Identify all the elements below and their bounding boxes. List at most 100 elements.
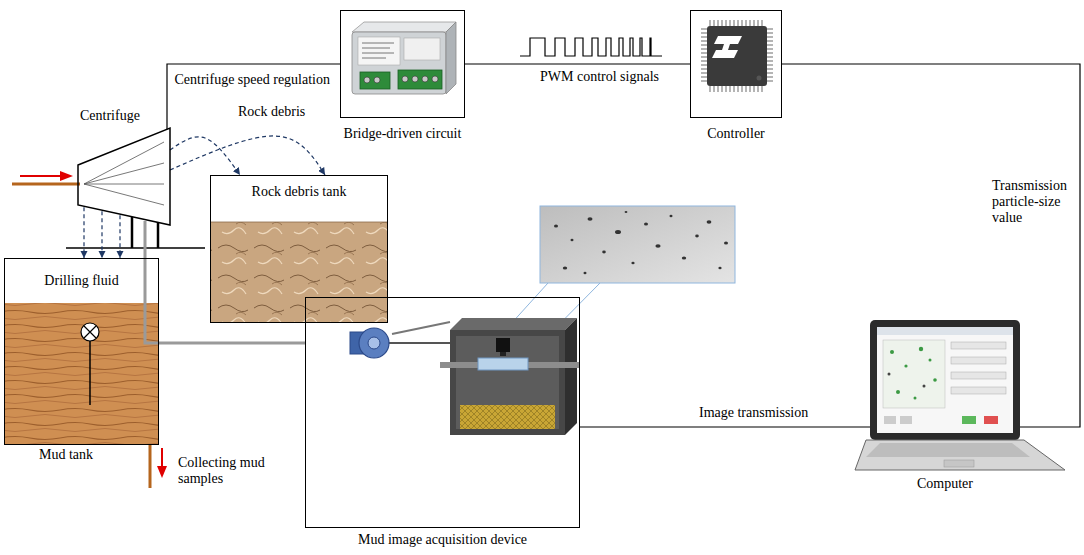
camera-lens [500,352,506,356]
acquisition-device-picture [350,318,580,435]
flow-arrow [119,215,120,258]
particle [655,244,660,248]
rock-texture [211,222,387,322]
particle [724,242,728,245]
screen-particles [888,347,937,400]
centrifuge-flow-lines [84,142,164,205]
signal-wire [465,63,690,64]
centrifuge: Centrifuge [78,126,170,228]
light-panel [460,405,555,429]
screen-button [984,416,998,424]
driver-box: Bridge-driven circuit [340,10,465,118]
edge-label: PWM control signals [538,69,661,85]
centrifuge-outline [78,128,170,225]
particles [554,211,728,274]
particle [914,397,917,400]
pump-hub [368,337,380,349]
rock-debris-tank: Rock debris tank [210,175,388,323]
ground-line [66,247,205,249]
mud-tank: Drilling fluidMud tank [4,258,159,445]
screen-button [900,416,912,424]
board-side [446,22,456,94]
laptop-base [855,440,1065,470]
particle [670,215,673,217]
particle [682,256,686,259]
terminal-block [360,72,390,89]
screw [422,76,428,82]
signal-wire [167,64,340,129]
laptop-screen [870,320,1020,440]
image-panel [883,340,945,408]
valve-cross [84,326,96,338]
valve-symbol [81,323,99,341]
edge-label: Rock debris [236,104,307,120]
outflow-arrow [161,448,163,468]
particle [890,350,894,354]
laptop-picture [855,320,1065,470]
rock-surface [211,222,387,223]
sample-pipe [145,221,305,343]
screen-field [951,387,1006,394]
particle [615,230,621,234]
particle [896,390,900,394]
flow-arrow [170,137,240,175]
drain-pipe [149,444,152,488]
particle [904,364,907,367]
chip-picture [704,23,770,89]
pwm-waveform [520,38,662,56]
laptop-display [877,327,1013,433]
enclosure-inner [456,336,559,429]
screen-button [962,416,976,424]
controller-box: Controller [690,10,782,118]
enclosure-front [450,330,565,435]
node-label: Mud tank [39,447,93,463]
particle [929,359,932,362]
board-body [352,32,446,94]
screen-button [884,416,896,424]
screw [432,76,438,82]
node-outline [78,126,170,228]
terminal-block [398,70,442,89]
laptop-keyboard [866,443,1030,457]
particle [695,235,699,238]
chip-pins [767,28,773,84]
sample-tube [386,342,450,344]
node-label: Controller [707,126,765,142]
mud-texture [5,303,158,444]
particle [631,262,634,264]
chip-pins [709,20,765,26]
chip-dot [757,76,762,81]
flow-line [84,184,164,205]
particle [707,220,712,224]
signal-wire [580,426,870,427]
flow-line [84,163,164,184]
node-label: Bridge-driven circuit [344,126,462,142]
screw [402,76,408,82]
particle [588,217,593,221]
particle [718,267,721,270]
edge-label: Collecting mud samples [176,455,288,487]
enclosure-top [450,318,577,330]
particle [554,225,558,228]
edge-label: Centrifuge speed regulation [172,72,332,88]
acquisition-device-box: Mud image acquisition device [305,297,580,528]
board-sticker [358,37,400,65]
camera [496,338,510,352]
particle [625,211,628,213]
particle [919,347,923,351]
pump-symbol [359,328,389,358]
screw [364,77,370,83]
chip-body [707,26,767,86]
signal-wire [782,64,1080,427]
valve-stem [89,341,91,405]
screen-field [951,357,1006,364]
inflow-arrow [20,175,62,177]
edge-label: Image transmission [697,405,810,421]
flow-line [84,142,164,184]
node-label: Centrifuge [80,108,140,124]
screen-field [951,372,1006,379]
terminal-screws [364,76,438,83]
particle [602,251,606,254]
laptop-touchpad [944,460,974,467]
